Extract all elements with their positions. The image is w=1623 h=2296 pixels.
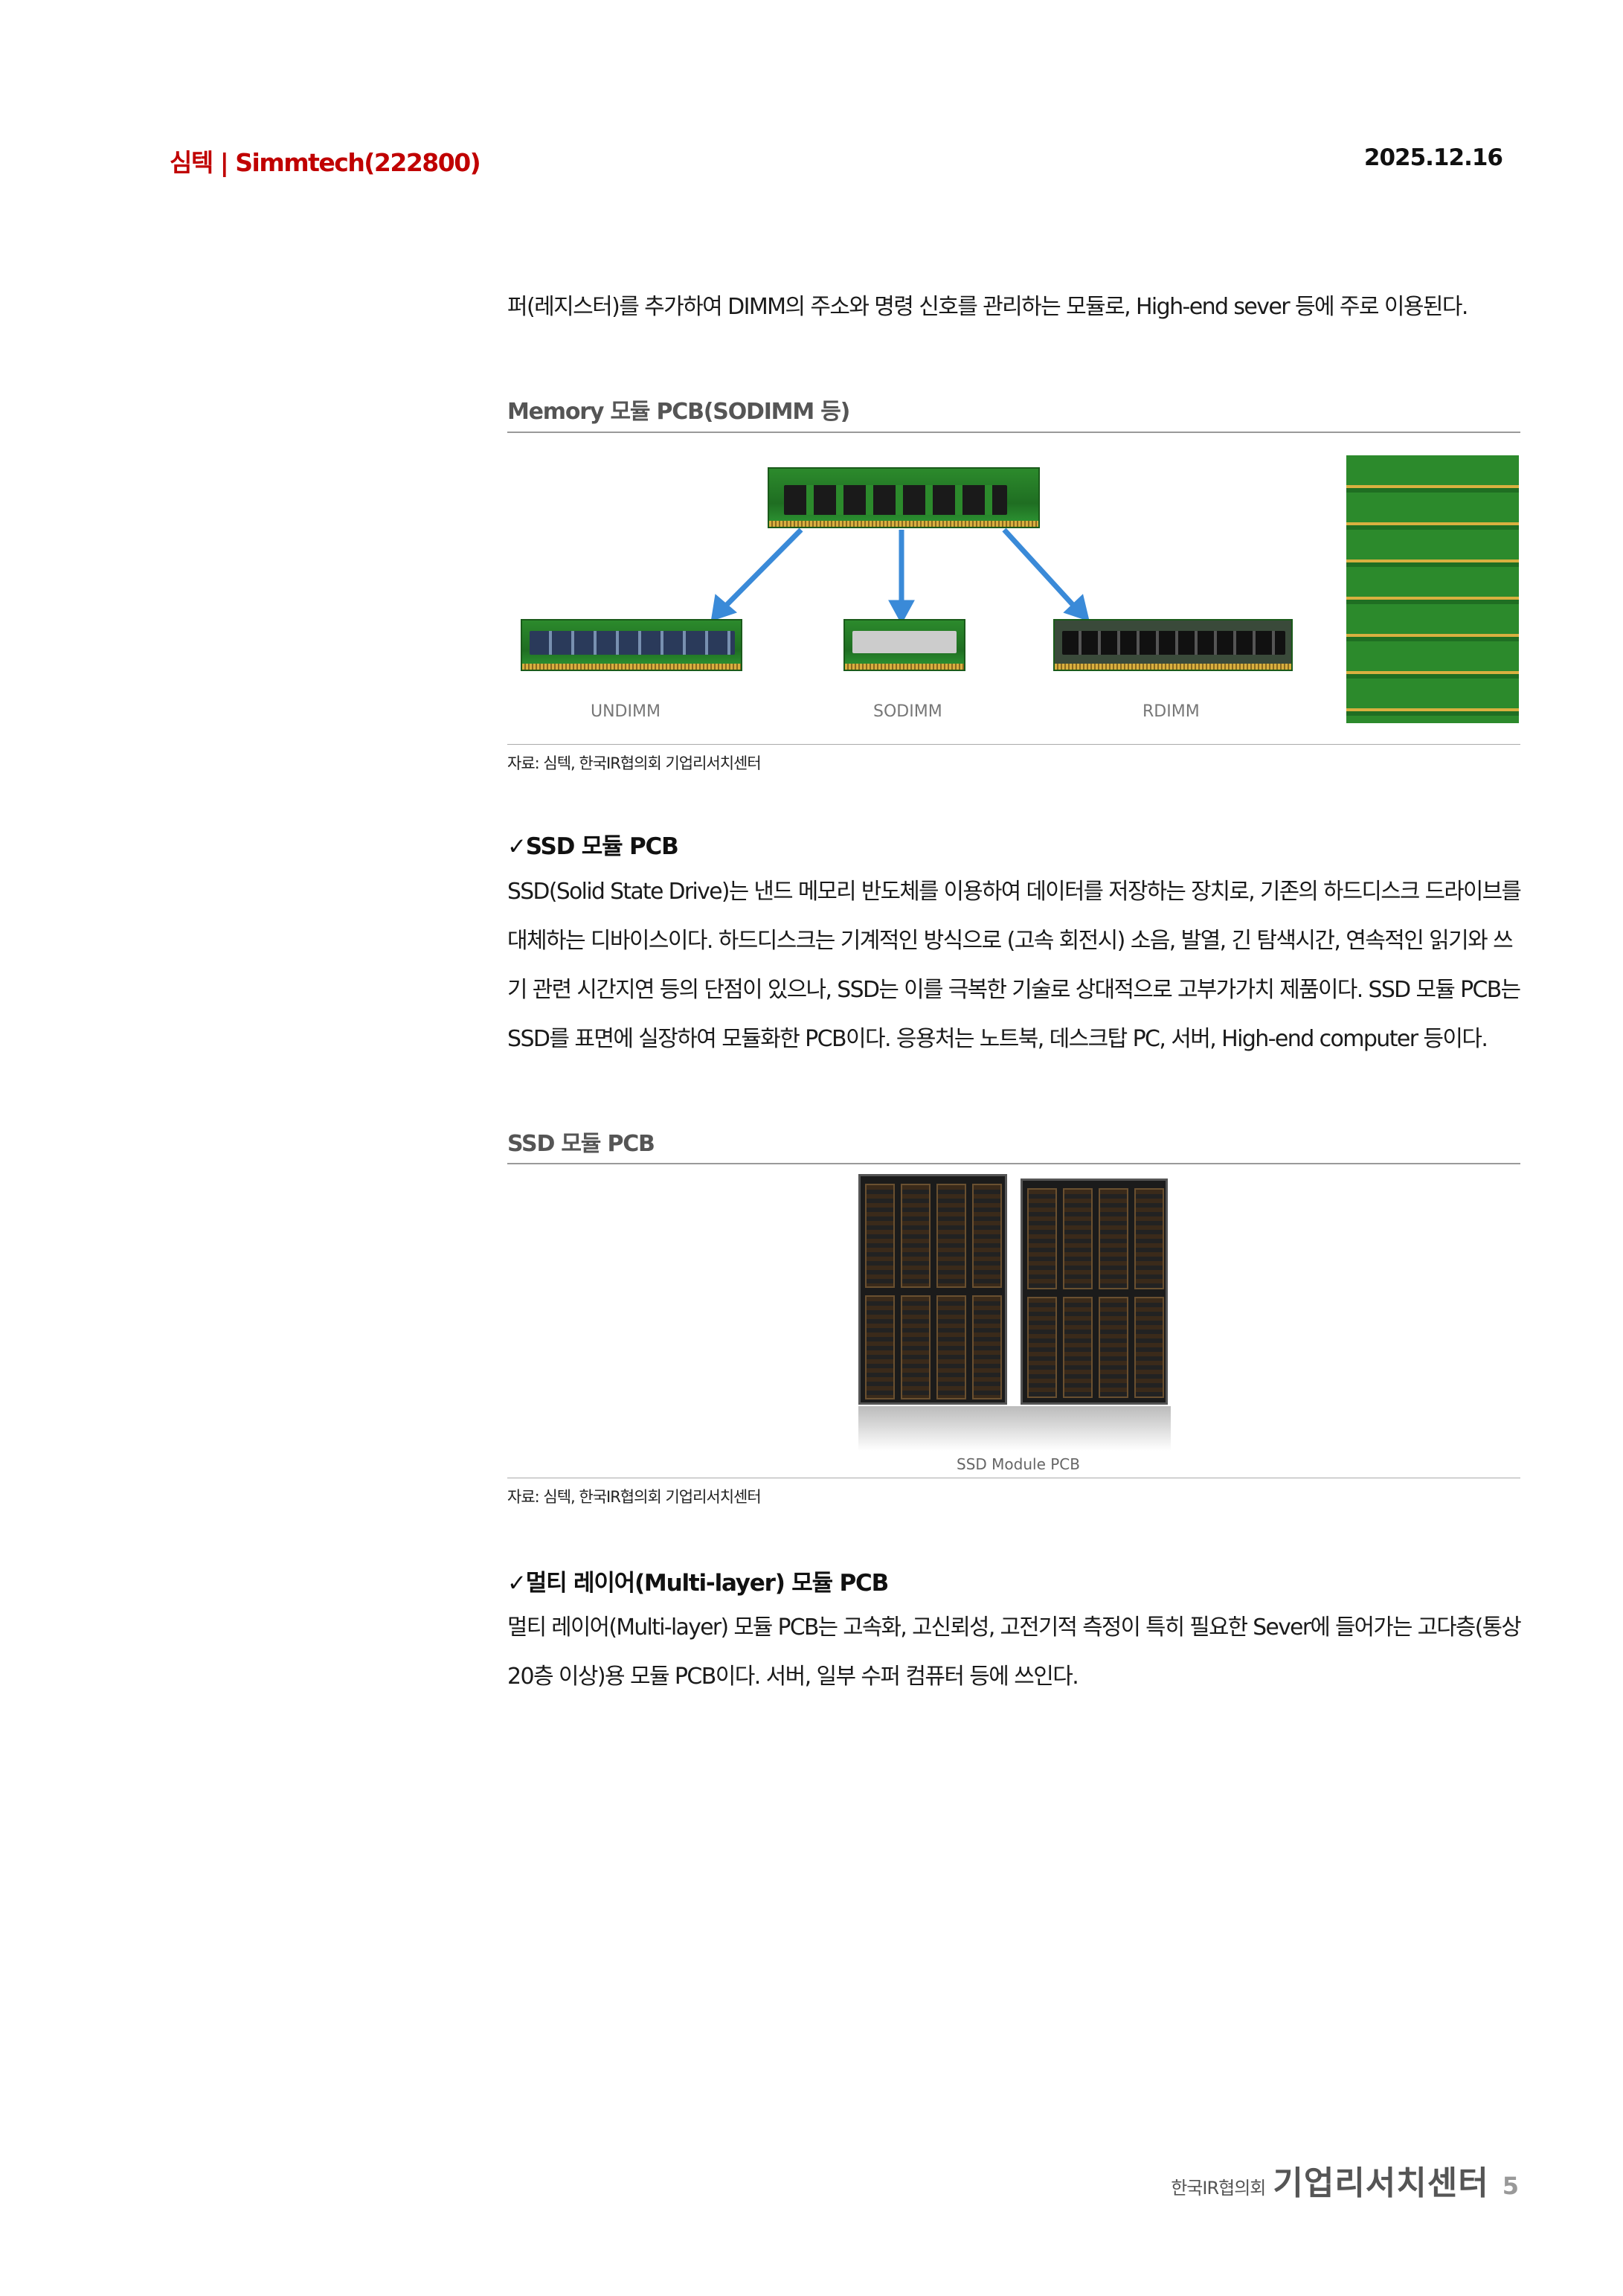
footer: 한국IR협의회 기업리서치센터 5	[1171, 2156, 1519, 2204]
sodimm-image	[843, 619, 965, 671]
figure2-title: SSD 모듈 PCB	[507, 1131, 655, 1157]
paragraph-line: 멀티 레이어(Multi-layer) 모듈 PCB는 고속화, 고신뢰성, 고…	[507, 1614, 1522, 1641]
intro-block: 퍼(레지스터)를 추가하여 DIMM의 주소와 명령 신호를 관리하는 모듈로,…	[507, 283, 1520, 332]
figure1-top-rule	[507, 432, 1520, 433]
report-date: 2025.12.16	[1363, 144, 1503, 171]
memory-module-figure: UNDIMM SODIMM RDIMM	[507, 446, 1520, 744]
paragraph-line: 20층 이상)용 모듈 PCB이다. 서버, 일부 수퍼 컴퓨터 등에 쓰인다.	[507, 1664, 1079, 1690]
arrows-diagram	[710, 527, 1090, 625]
label-sodimm: SODIMM	[873, 702, 942, 721]
ssd-module-label: SSD Module PCB	[957, 1455, 1080, 1473]
undimm-image	[521, 619, 742, 671]
ssd-module-image	[858, 1174, 1171, 1451]
figure2-top-rule	[507, 1163, 1520, 1164]
paragraph-line: 기 관련 시간지연 등의 단점이 있으나, SSD는 이를 극복한 기술로 상대…	[507, 977, 1521, 1003]
footer-center-logo: 기업리서치센터	[1273, 2164, 1489, 2202]
report-company-title: 심텍 | Simmtech(222800)	[170, 148, 481, 177]
paragraph-line: 대체하는 디바이스이다. 하드디스크는 기계적인 방식으로 (고속 회전시) 소…	[507, 928, 1514, 954]
footer-org: 한국IR협의회	[1171, 2178, 1266, 2199]
label-undimm: UNDIMM	[591, 702, 661, 721]
figure1-source: 자료: 심텍, 한국IR협의회 기업리서치센터	[507, 754, 762, 772]
figure1-bottom-rule	[507, 744, 1520, 745]
figure1-title: Memory 모듈 PCB(SODIMM 등)	[507, 399, 850, 425]
dimm-image	[768, 467, 1040, 528]
pcb-panel-image	[1346, 455, 1519, 723]
paragraph-line: SSD(Solid State Drive)는 낸드 메모리 반도체를 이용하여…	[507, 879, 1522, 905]
multilayer-section-heading: ✓멀티 레이어(Multi-layer) 모듈 PCB	[507, 1570, 889, 1597]
figure2-source: 자료: 심텍, 한국IR협의회 기업리서치센터	[507, 1488, 762, 1506]
label-rdimm: RDIMM	[1142, 702, 1200, 721]
intro-text: 퍼(레지스터)를 추가하여 DIMM의 주소와 명령 신호를 관리하는 모듈로,…	[507, 294, 1468, 320]
paragraph-line: SSD를 표면에 실장하여 모듈화한 PCB이다. 응용처는 노트북, 데스크탑…	[507, 1026, 1488, 1052]
rdimm-image	[1053, 619, 1293, 671]
ssd-section-heading: ✓SSD 모듈 PCB	[507, 833, 679, 860]
multilayer-section-body: 멀티 레이어(Multi-layer) 모듈 PCB는 고속화, 고신뢰성, 고…	[507, 1603, 1522, 1702]
ssd-section-body: SSD(Solid State Drive)는 낸드 메모리 반도체를 이용하여…	[507, 868, 1522, 1064]
page-number: 5	[1502, 2172, 1519, 2200]
